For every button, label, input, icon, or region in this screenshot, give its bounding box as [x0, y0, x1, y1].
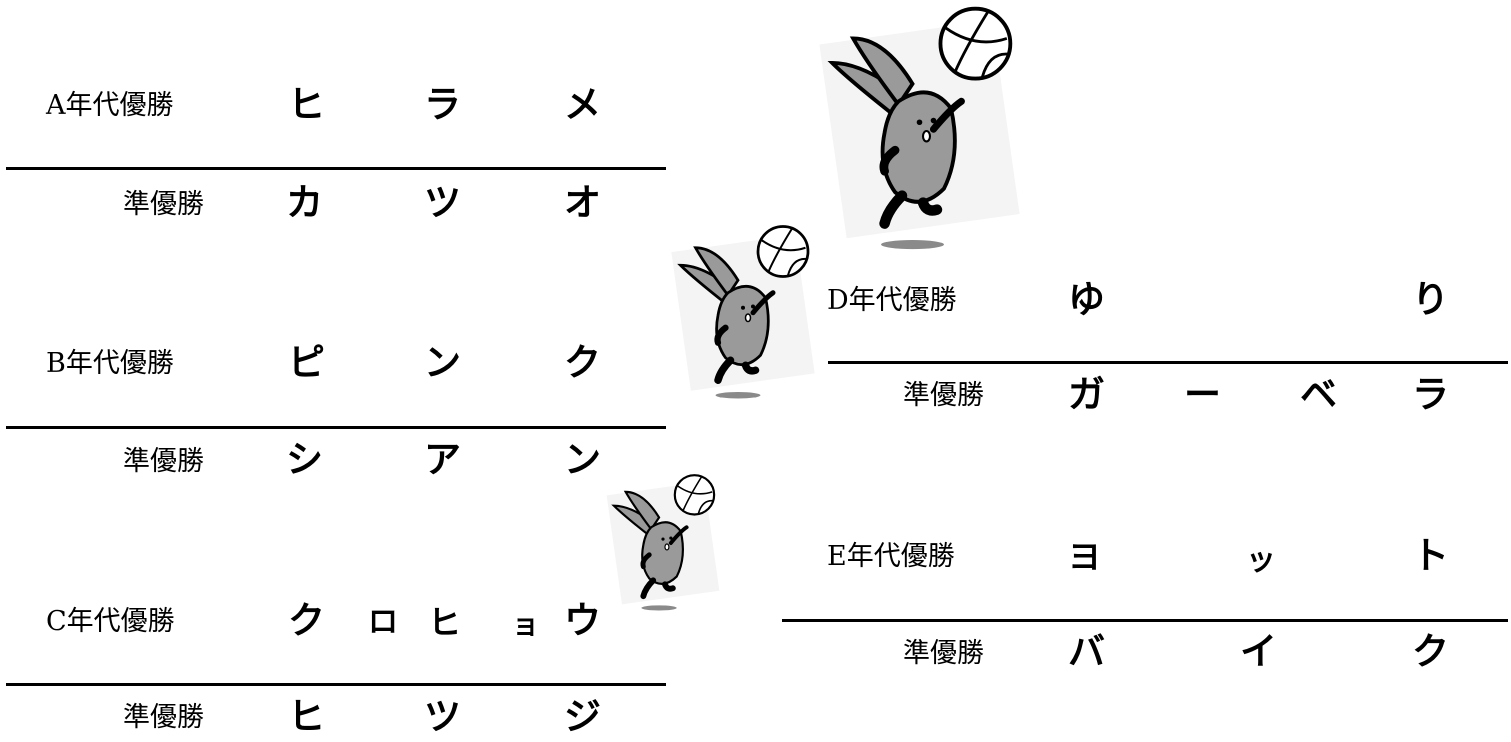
- c-winner-char-2: ロ: [368, 605, 398, 640]
- c-winner-label: C年代優勝: [46, 606, 175, 637]
- volleyball-rabbit-mascot-medium: [671, 225, 815, 399]
- a-winner-label: A年代優勝: [46, 90, 174, 121]
- e-runner-label: 準優勝: [903, 638, 984, 669]
- c-divider-line: [6, 683, 666, 686]
- c-runner-char-2: ツ: [424, 694, 461, 738]
- a-divider-line: [6, 167, 666, 170]
- rabbit-mascot-icon: [827, 36, 965, 229]
- d-winner-label: D年代優勝: [827, 285, 957, 316]
- rabbit-mascot-icon: [677, 246, 776, 384]
- c-winner-char-5: ウ: [564, 598, 601, 642]
- rabbit-mascot-icon: [611, 490, 689, 600]
- a-runner-char-3: オ: [564, 180, 601, 224]
- volleyball-rabbit-mascot-large: [819, 6, 1020, 250]
- d-runner-label: 準優勝: [903, 380, 984, 411]
- c-runner-label: 準優勝: [123, 702, 204, 733]
- c-runner-char-3: ジ: [564, 694, 601, 738]
- c-winner-char-4: ョ: [512, 610, 539, 641]
- b-winner-char-2: ン: [424, 340, 461, 384]
- e-runner-char-3: ク: [1412, 629, 1449, 673]
- b-runner-label: 準優勝: [123, 446, 204, 477]
- a-winner-char-1: ヒ: [288, 82, 325, 126]
- d-runner-char-2: ー: [1184, 372, 1221, 416]
- a-winner-char-3: メ: [564, 82, 601, 126]
- b-runner-char-1: シ: [286, 437, 323, 481]
- volleyball-icon: [756, 225, 810, 278]
- c-winner-char-3: ヒ: [428, 603, 461, 642]
- b-winner-char-1: ピ: [288, 340, 325, 384]
- d-runner-char-1: ガ: [1068, 372, 1105, 416]
- b-runner-char-2: ア: [424, 437, 461, 481]
- volleyball-rabbit-mascot-small: [606, 474, 720, 611]
- d-runner-char-4: ラ: [1412, 372, 1449, 416]
- c-winner-char-1: ク: [288, 598, 325, 642]
- b-winner-label: B年代優勝: [46, 348, 174, 379]
- volleyball-icon: [673, 474, 716, 516]
- e-winner-char-3: ト: [1412, 533, 1449, 577]
- a-runner-label: 準優勝: [123, 189, 204, 220]
- e-runner-char-1: バ: [1068, 629, 1105, 673]
- d-divider-line: [828, 361, 1508, 364]
- b-divider-line: [6, 426, 666, 429]
- c-runner-char-1: ヒ: [288, 694, 325, 738]
- b-runner-char-3: ン: [564, 437, 601, 481]
- e-winner-char-1: ヨ: [1068, 537, 1101, 576]
- a-runner-char-2: ツ: [424, 180, 461, 224]
- e-winner-label: E年代優勝: [827, 541, 955, 572]
- d-winner-char-2: り: [1412, 277, 1449, 321]
- d-runner-char-3: ベ: [1300, 372, 1337, 416]
- d-winner-char-1: ゆ: [1068, 277, 1105, 321]
- e-winner-char-2: ッ: [1246, 543, 1276, 578]
- a-winner-char-2: ラ: [424, 82, 461, 126]
- e-runner-char-2: イ: [1240, 629, 1277, 673]
- volleyball-icon: [938, 6, 1013, 81]
- e-divider-line: [782, 619, 1508, 622]
- a-runner-char-1: カ: [286, 180, 323, 224]
- b-winner-char-3: ク: [564, 340, 601, 384]
